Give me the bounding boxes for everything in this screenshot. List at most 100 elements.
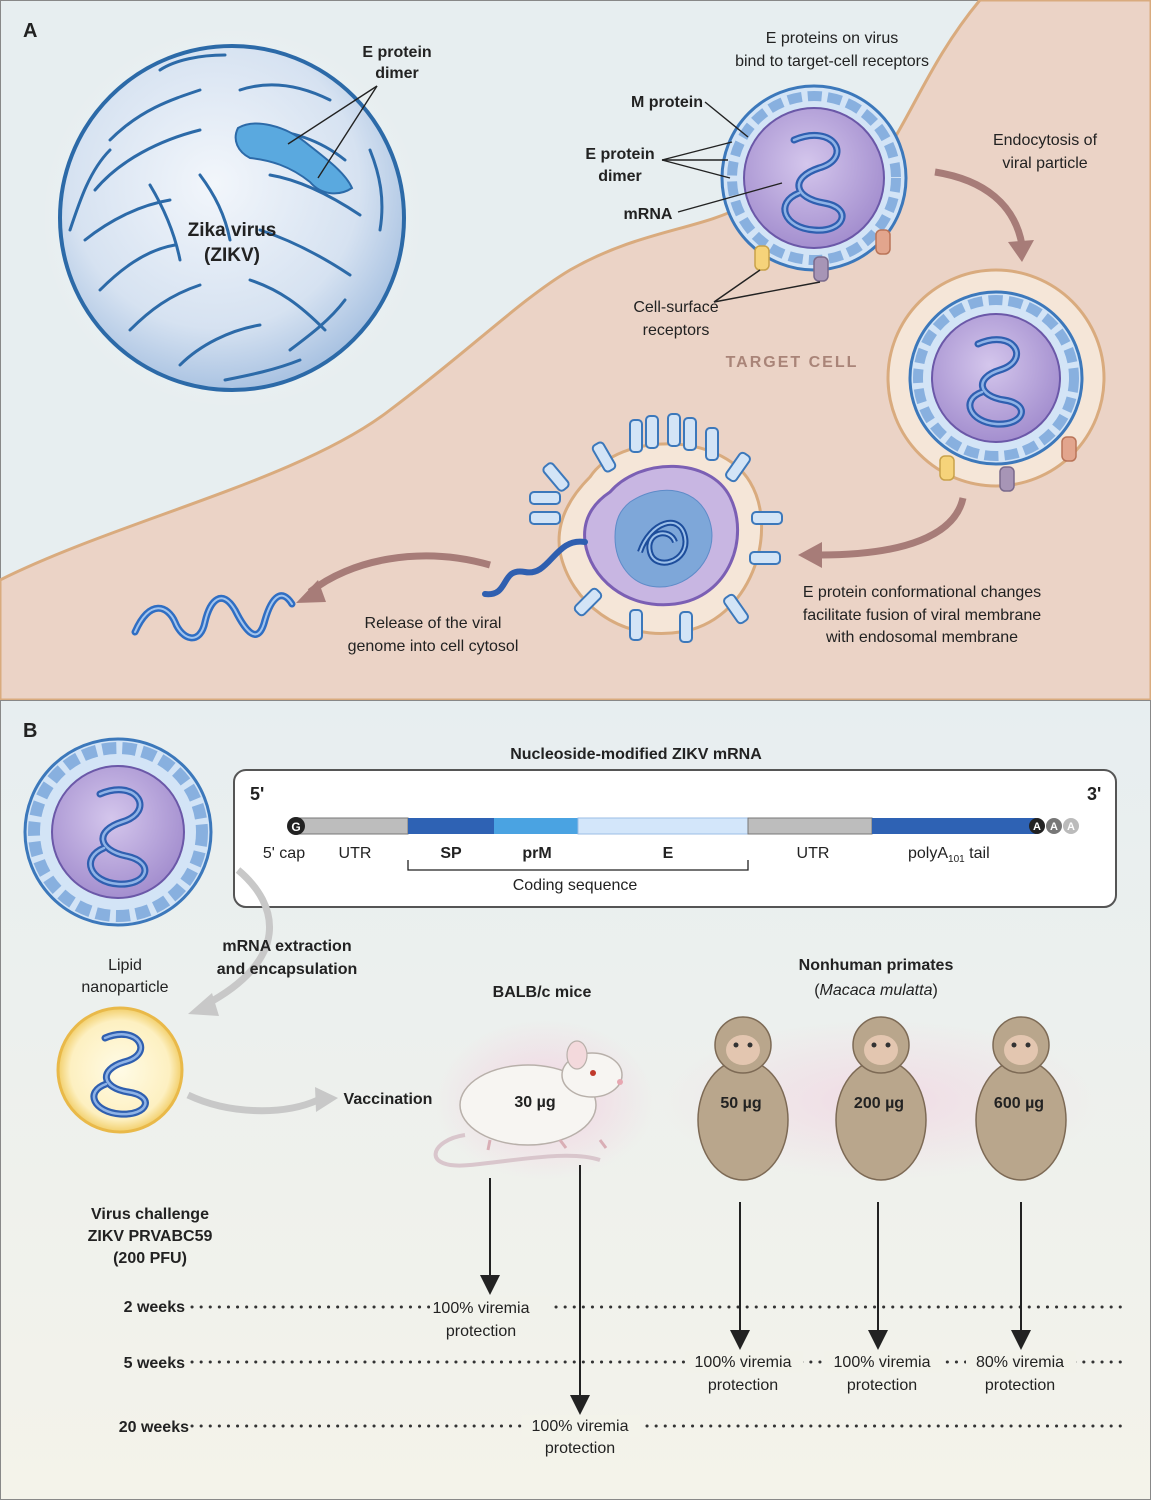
sp-segment: [408, 818, 494, 834]
mouse-dose: 30 µg: [514, 1094, 555, 1111]
outcome-5-line2: protection: [545, 1440, 615, 1457]
polya-label: polyA101 tail: [908, 845, 990, 865]
utr3-label: UTR: [797, 845, 830, 862]
nhp-species: (Macaca mulatta): [814, 982, 938, 999]
receptor-purple: [813, 256, 829, 282]
conformational-label-line2: facilitate fusion of viral membrane: [803, 607, 1041, 624]
conformational-label-line1: E protein conformational changes: [803, 584, 1041, 601]
endocytosis-arrow: [934, 168, 1026, 246]
release-arrow: [307, 552, 491, 595]
monkey-dose-3: 600 µg: [994, 1095, 1044, 1112]
timepoint-20-weeks: 20 weeks: [119, 1419, 189, 1436]
e-dimer-leader-lines: [287, 85, 378, 179]
outcome-5-line1: 100% viremia: [532, 1418, 629, 1435]
endocytosis-label-line1: Endocytosis of: [993, 132, 1098, 149]
release-label-line2: genome into cell cytosol: [348, 638, 519, 655]
virus-name-line1: Zika virus: [188, 220, 277, 241]
extraction-label-line2: and encapsulation: [217, 961, 357, 978]
bind-label-line1: E proteins on virus: [766, 30, 899, 47]
challenge-arrows: [480, 1165, 1031, 1415]
challenge-line1: Virus challenge: [91, 1206, 209, 1223]
outcome-2-line1: 100% viremia: [695, 1354, 792, 1371]
prm-label: prM: [522, 845, 551, 862]
lnp-label-line1: Lipid: [108, 957, 142, 974]
mrna-construct-box: [233, 769, 1117, 908]
tail-circle-1: [1029, 818, 1045, 834]
outcome-5-weeks-monkey-1: 100% viremia protection: [685, 1351, 803, 1394]
nhp-label: Nonhuman primates: [799, 957, 954, 974]
sp-label: SP: [440, 845, 462, 862]
virus-small-panel-b: [23, 737, 213, 927]
mrna-label: mRNA: [624, 206, 673, 223]
monkey-illustration-1: [697, 1016, 789, 1181]
e-label: E: [663, 845, 674, 862]
timeline-lines: [190, 1305, 1127, 1428]
cap-letter: G: [291, 820, 300, 834]
e-dimer-small-line1: E protein: [585, 146, 654, 163]
outcome-4-line2: protection: [985, 1377, 1055, 1394]
outcome-2-weeks-mouse: 100% viremia protection: [430, 1296, 550, 1340]
mice-label: BALB/c mice: [493, 984, 592, 1001]
timepoint-2-weeks: 2 weeks: [124, 1299, 185, 1316]
outcome-3-line2: protection: [847, 1377, 917, 1394]
challenge-line3: (200 PFU): [113, 1250, 187, 1267]
tail-circle-3: [1063, 818, 1079, 834]
panel-a-letter: A: [23, 20, 37, 42]
e-segment: [577, 817, 749, 835]
m-protein-label: M protein: [631, 94, 703, 111]
receptor-yellow: [754, 245, 770, 271]
receptor-orange: [875, 229, 891, 255]
fusing-endosome: [482, 413, 783, 643]
polya-segment: [872, 818, 1036, 834]
timepoint-5-weeks: 5 weeks: [124, 1355, 185, 1372]
mrna-bar: [297, 817, 1036, 835]
five-prime-label: 5': [250, 784, 264, 804]
e-protein-dimer-highlight: [234, 122, 354, 195]
e-protein-dimer-label-line1: E protein: [362, 44, 431, 61]
tail-letter-1: A: [1033, 821, 1041, 833]
virus-binding-receptor: [720, 84, 908, 272]
outcome-2-line2: protection: [708, 1377, 778, 1394]
outcome-20-weeks-mouse: 100% viremia protection: [522, 1415, 640, 1457]
coding-bracket: [407, 860, 749, 871]
e-dimer-small-line2: dimer: [598, 168, 642, 185]
fusion-arrow: [819, 497, 967, 559]
extraction-arrow: [203, 867, 273, 1009]
monkey-dose-1: 50 µg: [720, 1095, 761, 1112]
monkey-dose-2: 200 µg: [854, 1095, 904, 1112]
endocytosis-label-line2: viral particle: [1002, 155, 1087, 172]
monkey-illustration-2: [835, 1016, 927, 1181]
vaccination-arrow: [186, 1091, 320, 1115]
lnp-label-line2: nanoparticle: [81, 979, 168, 996]
outcome-5-weeks-monkey-2: 100% viremia protection: [824, 1351, 942, 1394]
target-cell-label: TARGET CELL: [726, 354, 859, 371]
mrna-construct-title: Nucleoside-modified ZIKV mRNA: [510, 746, 762, 763]
e-protein-dimer-label-line2: dimer: [375, 65, 419, 82]
utr5-segment: [297, 817, 409, 835]
outcome-1-line2: protection: [446, 1323, 516, 1340]
tail-letter-3: A: [1067, 821, 1075, 833]
receptors-label-line2: receptors: [643, 322, 710, 339]
coding-sequence-label: Coding sequence: [513, 877, 638, 894]
receptors-label-line1: Cell-surface: [633, 299, 718, 316]
outcome-3-line1: 100% viremia: [834, 1354, 931, 1371]
utr3-segment: [747, 817, 873, 835]
monkey-illustration-3: [975, 1016, 1067, 1181]
bind-label-line2: bind to target-cell receptors: [735, 53, 929, 70]
panel-b-letter: B: [23, 720, 37, 742]
zika-virus-particle: [58, 44, 406, 392]
cap-circle: [287, 817, 305, 835]
utr5-label: UTR: [339, 845, 372, 862]
endosome-virus: [886, 268, 1106, 488]
vaccination-label: Vaccination: [344, 1091, 433, 1108]
outcome-4-line1: 80% viremia: [976, 1354, 1064, 1371]
virus-name-line2: (ZIKV): [204, 245, 260, 266]
outcome-1-line1: 100% viremia: [433, 1300, 530, 1317]
lipid-nanoparticle: [56, 1006, 184, 1134]
release-label-line1: Release of the viral: [365, 615, 502, 632]
outcome-5-weeks-monkey-3: 80% viremia protection: [966, 1351, 1076, 1394]
tail-letter-2: A: [1050, 821, 1058, 833]
challenge-line2: ZIKV PRVABC59: [88, 1228, 213, 1245]
